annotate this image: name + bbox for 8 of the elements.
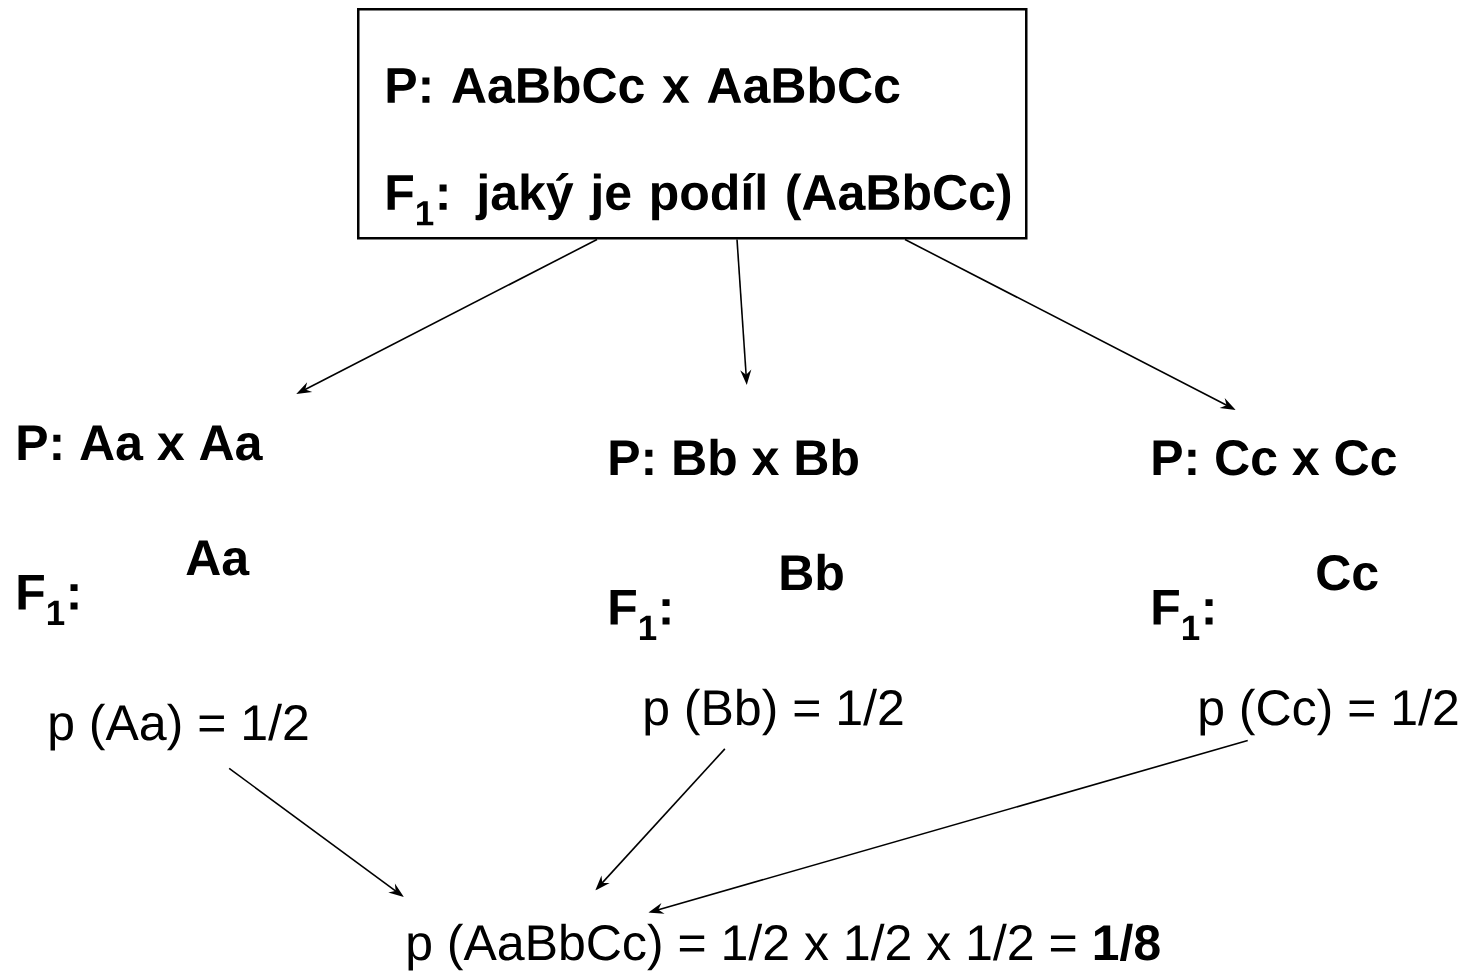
- probability-text: p (Bb) = 1/2: [645, 688, 903, 736]
- probability-text: p (Aa) = 1/2: [50, 703, 308, 751]
- question-box: P: AaBbCc x AaBbCc F$_{1}$: jaký je podíl (AaBbCc): [357, 8, 1028, 240]
- probability-text: p (Cc) = 1/2: [1200, 688, 1458, 736]
- cross-text: P: Aa x Aa F$_{1}$: Aa: [18, 425, 263, 625]
- result-text: p (AaBbCc) = 1/2 x 1/2 x 1/2 = 1/8: [408, 923, 1160, 971]
- cross-text: P: Bb x Bb F$_{1}$: Bb: [610, 438, 858, 640]
- cross-text: P: Cc x Cc F$_{1}$: Cc: [1153, 440, 1396, 640]
